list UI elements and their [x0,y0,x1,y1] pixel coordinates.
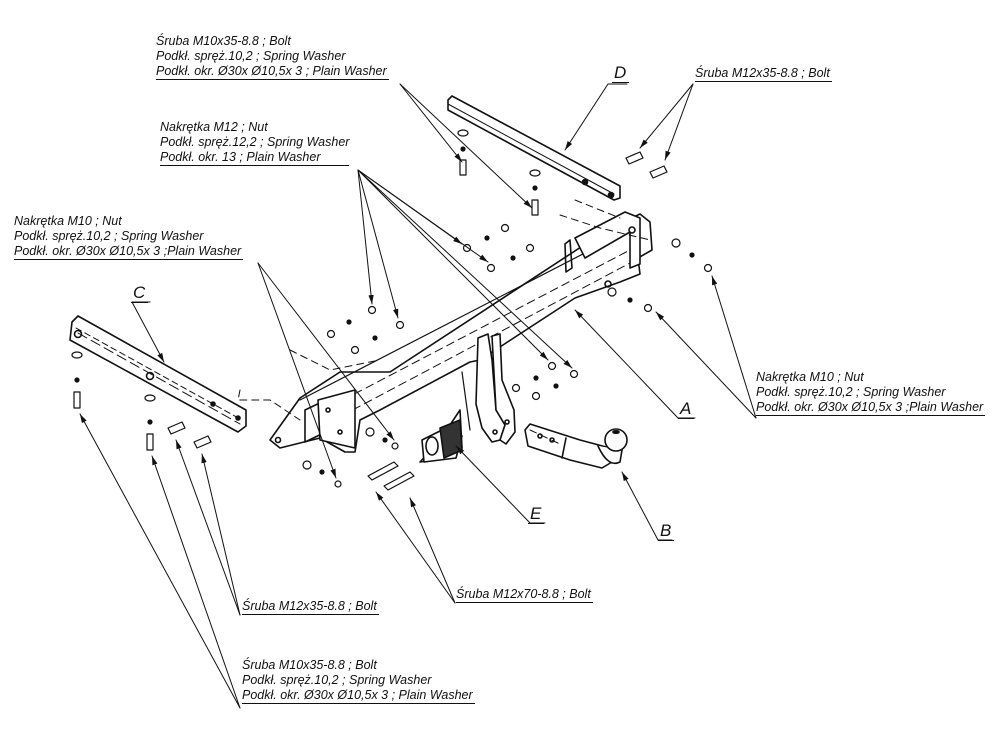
part-c-bracket [70,316,246,432]
part-a-crossbeam [270,212,652,452]
note-line: Śruba M12x35-8.8 ; Bolt [695,66,832,82]
note-bolt-m12x35-bottom: Śruba M12x35-8.8 ; Bolt [242,599,379,615]
note-nut-m10-left: Nakrętka M10 ; Nut Podkł. spręż.10,2 ; S… [14,214,244,260]
part-d-bracket [448,96,620,200]
note-nut-m10-right: Nakrętka M10 ; Nut Podkł. spręż.10,2 ; S… [756,370,986,416]
note-top-right-bolt: Śruba M12x35-8.8 ; Bolt [695,66,832,82]
note-line: Nakrętka M10 ; Nut [756,370,864,384]
note-line: Podkł. okr. 13 ; Plain Washer [160,150,350,166]
note-top-left-bolt: Śruba M10x35-8.8 ; Bolt Podkł. spręż.10,… [156,34,389,80]
part-label-c: C [131,284,149,303]
note-line: Podkł. okr. Ø30x Ø10,5x 3 ; Plain Washer [242,688,475,704]
note-line: Śruba M12x35-8.8 ; Bolt [242,599,379,615]
assembly-guide-lines [238,200,650,444]
note-line: Podkł. okr. Ø30x Ø10,5x 3 ;Plain Washer [14,244,244,260]
part-label-e: E [528,505,545,524]
fasteners [72,130,712,490]
note-nut-m12: Nakrętka M12 ; Nut Podkł. spręż.12,2 ; S… [160,120,350,166]
note-line: Śruba M10x35-8.8 ; Bolt [242,658,377,672]
part-b-tow-ball [525,424,627,468]
note-line: Podkł. spręż.10,2 ; Spring Washer [242,673,432,687]
note-line: Nakrętka M10 ; Nut [14,214,122,228]
note-bottom-bolt: Śruba M10x35-8.8 ; Bolt Podkł. spręż.10,… [242,658,475,704]
note-line: Podkł. spręż.10,2 ; Spring Washer [14,229,204,243]
note-bolt-m12x70: Śruba M12x70-8.8 ; Bolt [456,587,593,603]
note-line: Śruba M12x70-8.8 ; Bolt [456,587,593,603]
note-line: Podkł. spręż.12,2 ; Spring Washer [160,135,350,149]
part-label-d: D [612,64,630,83]
note-line: Podkł. okr. Ø30x Ø10,5x 3 ; Plain Washer [156,64,389,80]
note-line: Podkł. spręż.10,2 ; Spring Washer [756,385,946,399]
part-label-a: A [678,400,695,419]
note-line: Nakrętka M12 ; Nut [160,120,268,134]
note-line: Podkł. spręż.10,2 ; Spring Washer [156,49,346,63]
note-line: Śruba M10x35-8.8 ; Bolt [156,34,291,48]
note-line: Podkł. okr. Ø30x Ø10,5x 3 ;Plain Washer [756,400,986,416]
part-label-b: B [658,522,675,541]
part-e-socket-plate [420,410,462,462]
